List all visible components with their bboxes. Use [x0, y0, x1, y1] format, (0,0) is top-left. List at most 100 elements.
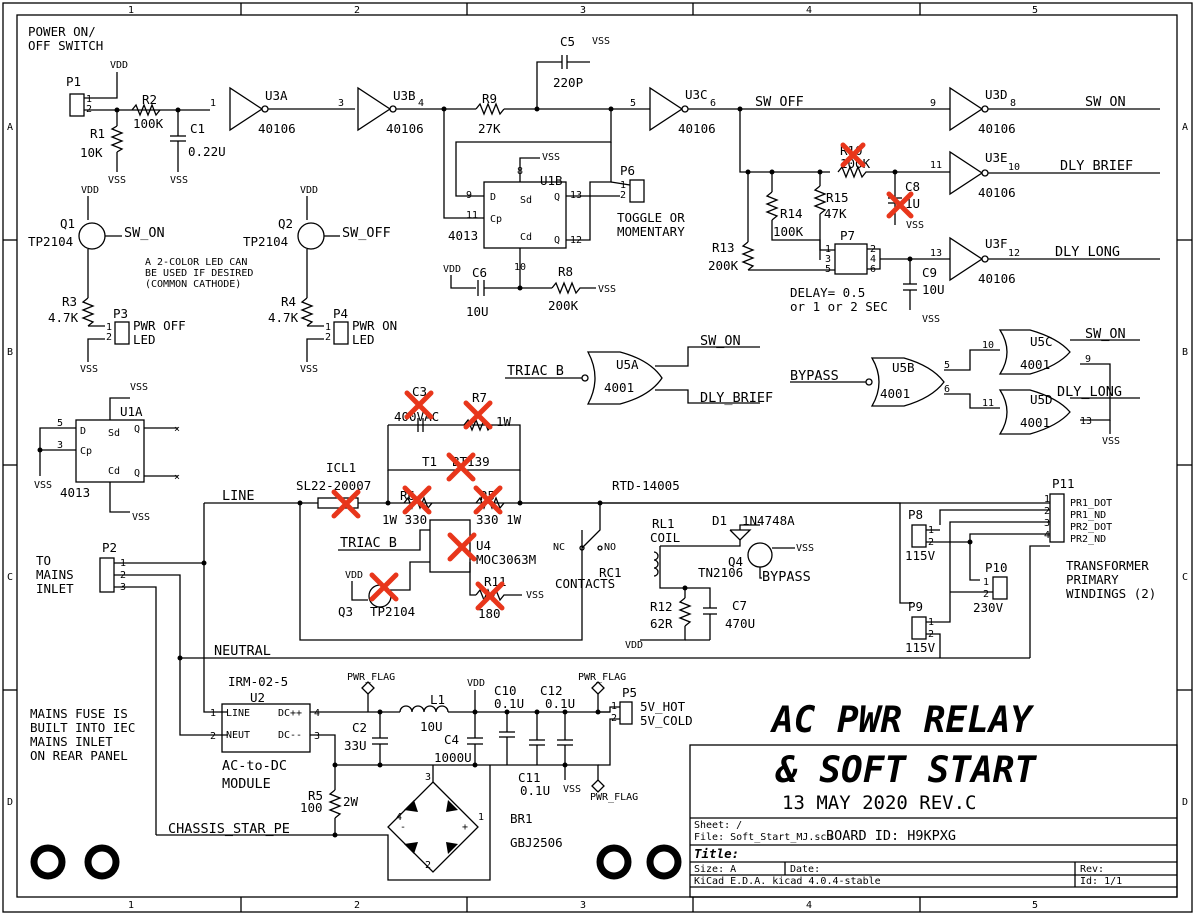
svg-text:4001: 4001	[604, 380, 634, 395]
resistor-r8	[551, 281, 596, 295]
resistor-r1	[110, 125, 124, 153]
svg-text:3: 3	[57, 440, 63, 451]
col-4: 4	[806, 5, 812, 16]
resistor-r10	[837, 165, 950, 179]
svg-text:File: Soft_Start_MJ.sch: File: Soft_Start_MJ.sch	[694, 832, 832, 843]
x-mark-r10	[840, 142, 866, 168]
col-2: 2	[354, 5, 360, 16]
svg-text:Cp: Cp	[490, 214, 502, 225]
x-mark-u4	[447, 532, 477, 562]
removed-part-marks	[331, 142, 914, 611]
connector-p1	[69, 93, 85, 117]
note-power-switch-1: POWER ON/	[28, 24, 96, 39]
svg-text:U3B: U3B	[393, 88, 416, 103]
svg-text:4: 4	[396, 812, 402, 823]
svg-text:PR2_DOT: PR2_DOT	[1070, 522, 1112, 533]
inverter-u3f	[949, 236, 984, 282]
svg-text:BR1: BR1	[510, 811, 533, 826]
power-supply: MAINS FUSE IS BUILT INTO IEC MAINS INLET…	[30, 672, 693, 881]
svg-text:P3: P3	[113, 306, 128, 321]
net-dly-brief-out: DLY_BRIEF	[1060, 158, 1133, 174]
svg-text:0.1U: 0.1U	[520, 783, 550, 798]
col-3: 3	[580, 5, 586, 16]
svg-text:CHASSIS_STAR_PE: CHASSIS_STAR_PE	[168, 821, 290, 837]
svg-text:C12: C12	[540, 683, 563, 698]
svg-text:SW_OFF: SW_OFF	[342, 225, 391, 241]
svg-text:2: 2	[983, 589, 989, 600]
svg-text:5V_COLD: 5V_COLD	[640, 713, 693, 728]
svg-text:Cd: Cd	[520, 232, 532, 243]
svg-text:P5: P5	[622, 685, 637, 700]
svg-text:VSS: VSS	[526, 590, 544, 601]
svg-text:U3E: U3E	[985, 150, 1008, 165]
svg-text:C4: C4	[444, 732, 459, 747]
svg-text:1W: 1W	[496, 414, 512, 429]
svg-text:2: 2	[620, 190, 626, 201]
svg-text:1: 1	[210, 708, 216, 719]
svg-text:CONTACTS: CONTACTS	[555, 576, 615, 591]
connector-p10	[992, 576, 1008, 600]
connector-p11	[1049, 493, 1065, 543]
optocoupler-u4	[429, 519, 471, 573]
svg-text:180: 180	[478, 606, 501, 621]
svg-text:0.1U: 0.1U	[494, 696, 524, 711]
row-d: D	[7, 797, 13, 808]
svg-text:1: 1	[1044, 494, 1050, 505]
nor-gate-u5a	[586, 351, 663, 405]
svg-text:12: 12	[1008, 248, 1020, 259]
row-c-r: C	[1182, 572, 1188, 583]
svg-text:VSS: VSS	[592, 36, 610, 47]
svg-text:TRIAC_B: TRIAC_B	[340, 535, 397, 551]
svg-text:33U: 33U	[344, 738, 367, 753]
bridge-rectifier-br1	[387, 781, 479, 873]
svg-text:C1: C1	[190, 121, 205, 136]
svg-text:1: 1	[825, 244, 831, 255]
resistor-r12	[678, 597, 692, 627]
svg-text:40106: 40106	[978, 271, 1016, 286]
row-c: C	[7, 572, 13, 583]
svg-text:U3D: U3D	[985, 87, 1008, 102]
svg-text:BYPASS: BYPASS	[762, 569, 811, 585]
svg-text:27K: 27K	[478, 121, 501, 136]
svg-text:VSS: VSS	[34, 480, 52, 491]
svg-text:A 2-COLOR LED CAN: A 2-COLOR LED CAN	[145, 257, 247, 268]
svg-text:U5C: U5C	[1030, 334, 1053, 349]
svg-text:TRANSFORMER: TRANSFORMER	[1066, 558, 1149, 573]
svg-text:40106: 40106	[386, 121, 424, 136]
svg-text:P6: P6	[620, 163, 635, 178]
svg-text:40106: 40106	[678, 121, 716, 136]
svg-text:470U: 470U	[725, 616, 755, 631]
svg-text:C5: C5	[560, 34, 575, 49]
svg-text:R5: R5	[308, 788, 323, 803]
nor-gate-u5c	[998, 329, 1071, 375]
svg-text:6: 6	[944, 384, 950, 395]
svg-text:-: -	[400, 822, 406, 833]
power-switch-section: POWER ON/ OFF SWITCH P1 12 VDD VSS R1 10…	[28, 24, 1160, 186]
svg-text:11: 11	[466, 210, 478, 221]
svg-text:6: 6	[710, 98, 716, 109]
svg-text:TP2104: TP2104	[370, 604, 415, 619]
svg-text:5: 5	[630, 98, 636, 109]
connector-p4	[333, 321, 349, 345]
svg-text:Sheet: /: Sheet: /	[694, 820, 742, 831]
row-b: B	[7, 347, 13, 358]
connector-p8	[911, 524, 927, 548]
col-5-b: 5	[1032, 900, 1038, 911]
connector-p9	[911, 616, 927, 640]
svg-text:D1: D1	[712, 513, 727, 528]
mosfet-q4	[747, 542, 773, 568]
svg-text:U3A: U3A	[265, 88, 288, 103]
svg-text:VSS: VSS	[132, 512, 150, 523]
svg-text:MAINS FUSE IS: MAINS FUSE IS	[30, 706, 128, 721]
svg-text:VSS: VSS	[922, 314, 940, 325]
svg-text:1: 1	[106, 322, 112, 333]
connector-p2	[99, 557, 115, 593]
svg-text:PWR_FLAG: PWR_FLAG	[590, 792, 638, 803]
inductor-l1	[399, 705, 449, 713]
x-mark-r7	[463, 400, 493, 430]
svg-text:TP2104: TP2104	[243, 234, 288, 249]
acdc-module-u2	[221, 703, 311, 753]
svg-text:10: 10	[982, 340, 994, 351]
svg-text:1: 1	[325, 322, 331, 333]
svg-text:13: 13	[1080, 416, 1092, 427]
